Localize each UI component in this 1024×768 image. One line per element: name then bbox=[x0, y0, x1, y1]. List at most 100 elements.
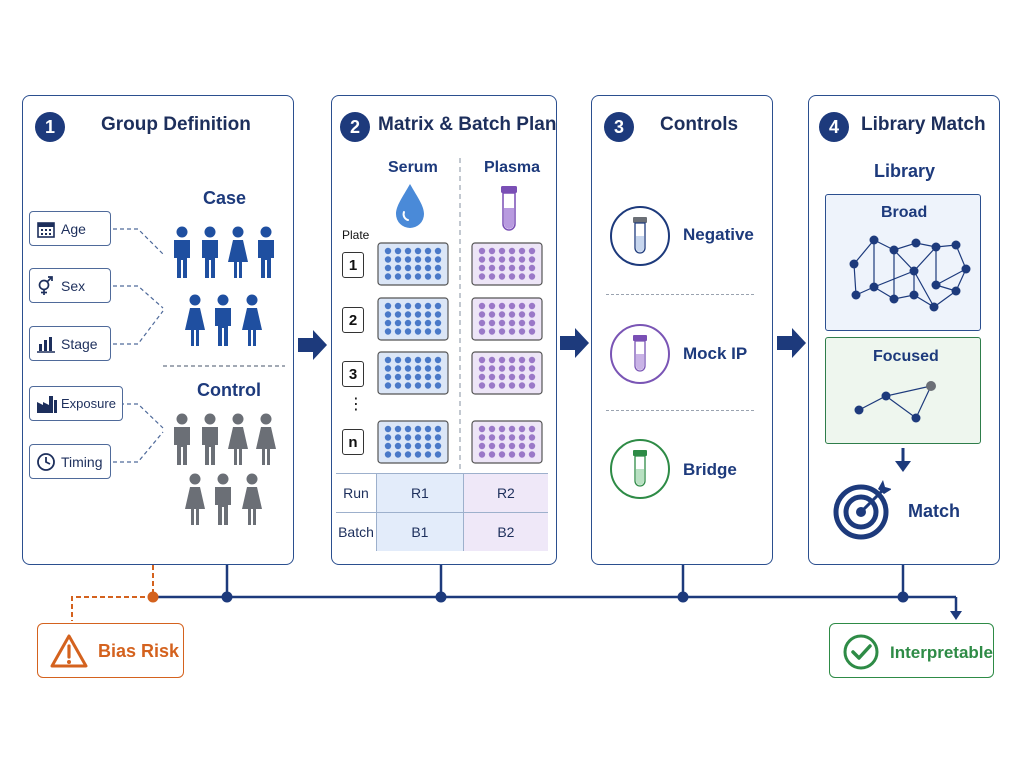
plate-well bbox=[518, 382, 526, 389]
plate-well bbox=[394, 425, 402, 433]
plate-well bbox=[488, 425, 496, 433]
step-number-1: 1 bbox=[35, 112, 65, 142]
plate-well bbox=[508, 356, 516, 364]
plate-well bbox=[394, 247, 402, 255]
plasma-plate bbox=[471, 297, 543, 341]
plate-well bbox=[528, 373, 536, 381]
plate-well bbox=[498, 442, 506, 450]
plate-well bbox=[508, 382, 516, 389]
plate-well bbox=[478, 382, 486, 389]
plate-well bbox=[528, 264, 536, 272]
control-bridge-label: Bridge bbox=[683, 460, 737, 479]
plate-number-1: 1 bbox=[342, 252, 364, 278]
plate-well bbox=[394, 373, 402, 381]
plate-well bbox=[518, 264, 526, 272]
plate-well bbox=[508, 247, 516, 255]
plate-well bbox=[424, 302, 432, 310]
plate-well bbox=[498, 356, 506, 364]
plate-well bbox=[384, 382, 392, 389]
plate-well bbox=[478, 434, 486, 441]
plate-well bbox=[404, 356, 412, 364]
plate-well bbox=[498, 382, 506, 389]
table-row-run: Run R1 R2 bbox=[336, 473, 548, 513]
plate-well bbox=[394, 356, 402, 364]
serum-plate bbox=[377, 297, 449, 341]
plate-well bbox=[498, 373, 506, 381]
plate-well bbox=[414, 328, 422, 335]
plate-well bbox=[424, 382, 432, 389]
plate-well bbox=[404, 425, 412, 433]
plate-well bbox=[478, 451, 486, 458]
run-plasma-cell: R2 bbox=[462, 473, 548, 513]
plate-well bbox=[434, 273, 442, 280]
plate-well bbox=[508, 442, 516, 450]
plate-well bbox=[518, 356, 526, 364]
plate-well bbox=[434, 311, 442, 318]
plasma-tube-icon bbox=[501, 186, 517, 231]
plate-well bbox=[528, 365, 536, 372]
step-number-3: 3 bbox=[604, 112, 634, 142]
plate-well bbox=[478, 425, 486, 433]
plate-well bbox=[498, 365, 506, 372]
plate-well bbox=[384, 328, 392, 335]
plate-well bbox=[518, 273, 526, 280]
plate-well bbox=[384, 442, 392, 450]
bar-chart-icon bbox=[36, 334, 56, 357]
plate-well bbox=[384, 311, 392, 318]
plate-well bbox=[394, 328, 402, 335]
plate-well bbox=[478, 247, 486, 255]
focused-network-icon bbox=[854, 381, 936, 423]
plate-well bbox=[384, 247, 392, 255]
factor-age: Age bbox=[29, 211, 111, 246]
plate-well bbox=[478, 273, 486, 280]
plate-well bbox=[434, 264, 442, 272]
panel-matrix-batch-plan: 2 Matrix & Batch Plan Serum Plasma Plate… bbox=[331, 95, 557, 565]
plate-well bbox=[498, 451, 506, 458]
plate-well bbox=[508, 425, 516, 433]
plate-well bbox=[434, 247, 442, 255]
plate-well bbox=[424, 451, 432, 458]
plate-well bbox=[488, 319, 496, 327]
case-group-figures bbox=[174, 226, 274, 346]
plate-well bbox=[384, 451, 392, 458]
plate-well bbox=[528, 382, 536, 389]
plate-well bbox=[384, 302, 392, 310]
plate-well bbox=[384, 365, 392, 372]
serum-label: Serum bbox=[388, 159, 438, 176]
plate-well bbox=[518, 319, 526, 327]
plate-number-n: n bbox=[342, 429, 364, 455]
plate-well bbox=[404, 382, 412, 389]
plate-well bbox=[498, 425, 506, 433]
clock-icon bbox=[36, 452, 56, 475]
plate-well bbox=[434, 373, 442, 381]
plasma-plate bbox=[471, 242, 543, 286]
plate-well bbox=[424, 264, 432, 272]
step-number-4: 4 bbox=[819, 112, 849, 142]
people-figures bbox=[174, 226, 276, 525]
run-serum-cell: R1 bbox=[376, 473, 464, 513]
plate-well bbox=[404, 256, 412, 263]
plate-well bbox=[384, 273, 392, 280]
plate-well bbox=[478, 356, 486, 364]
batch-serum-cell: B1 bbox=[376, 512, 464, 551]
run-batch-table: Run R1 R2 Batch B1 B2 bbox=[336, 473, 548, 551]
plate-well bbox=[424, 442, 432, 450]
plate-well bbox=[498, 273, 506, 280]
plate-well bbox=[414, 319, 422, 327]
factor-stage-label: Stage bbox=[61, 336, 98, 352]
plate-well bbox=[488, 451, 496, 458]
serum-drop-icon bbox=[396, 184, 424, 228]
plate-well bbox=[434, 356, 442, 364]
plate-well bbox=[518, 256, 526, 263]
plate-well bbox=[508, 451, 516, 458]
focused-label: Focused bbox=[873, 348, 939, 365]
plate-well bbox=[478, 328, 486, 335]
plate-well bbox=[478, 319, 486, 327]
plate-well bbox=[384, 434, 392, 441]
factor-stage: Stage bbox=[29, 326, 111, 361]
plate-well bbox=[414, 356, 422, 364]
gender-icon bbox=[36, 276, 56, 299]
plate-well bbox=[528, 328, 536, 335]
plate-well bbox=[434, 425, 442, 433]
factor-age-label: Age bbox=[61, 221, 86, 237]
